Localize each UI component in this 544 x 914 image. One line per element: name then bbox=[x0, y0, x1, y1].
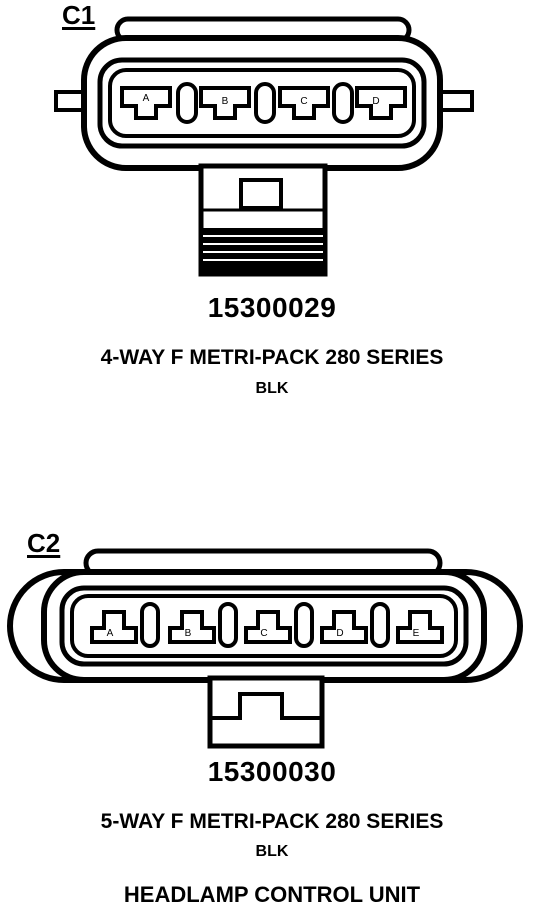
c1-terminal-b bbox=[199, 86, 251, 120]
c1-ribs bbox=[203, 228, 323, 272]
c2-part-number: 15300030 bbox=[207, 756, 337, 787]
c1-terminal-d bbox=[355, 86, 407, 120]
c2-terminal-label: D bbox=[336, 628, 343, 639]
c1-separator bbox=[176, 82, 198, 124]
c2-label: C2 bbox=[27, 528, 61, 558]
c2-terminal-e bbox=[396, 610, 444, 644]
c2-separator bbox=[294, 602, 314, 648]
c2-terminal-label: E bbox=[413, 628, 420, 639]
c2-connector bbox=[7, 548, 523, 749]
c2-lock bbox=[210, 692, 322, 720]
c1-cavity-frame bbox=[97, 57, 427, 149]
diagram-title: HEADLAMP CONTROL UNIT bbox=[123, 882, 421, 907]
c1-terminal-label: C bbox=[300, 96, 307, 107]
c1-separator bbox=[332, 82, 354, 124]
c1-description: 4-WAY F METRI-PACK 280 SERIES bbox=[100, 346, 444, 369]
c2-description: 5-WAY F METRI-PACK 280 SERIES bbox=[100, 810, 444, 833]
c2-terminal-c bbox=[244, 610, 292, 644]
c2-body bbox=[207, 675, 325, 749]
c1-terminal-label: B bbox=[222, 96, 229, 107]
c2-terminal-a bbox=[90, 610, 138, 644]
c1-connector bbox=[54, 16, 474, 277]
c1-terminal-row bbox=[108, 68, 416, 138]
c2-terminal-row bbox=[70, 594, 458, 658]
c2-terminal-b bbox=[168, 610, 216, 644]
c1-separator bbox=[254, 82, 276, 124]
c2-separator bbox=[370, 602, 390, 648]
c2-separator bbox=[140, 602, 160, 648]
c2-terminal-label: B bbox=[185, 628, 192, 639]
c2-terminal-d bbox=[320, 610, 368, 644]
c2-cavity-frame bbox=[59, 585, 469, 667]
c2-color: BLK bbox=[255, 843, 289, 860]
c1-part-number: 15300029 bbox=[207, 292, 337, 323]
c1-label: C1 bbox=[62, 0, 96, 30]
c1-terminal-c bbox=[278, 86, 330, 120]
c2-terminal-label: C bbox=[260, 628, 267, 639]
c1-terminal-label: D bbox=[372, 96, 379, 107]
c1-terminal-label: A bbox=[143, 93, 150, 104]
c2-terminal-label: A bbox=[107, 628, 114, 639]
c1-color: BLK bbox=[255, 380, 289, 397]
c1-terminal-a bbox=[120, 86, 172, 120]
c2-separator bbox=[218, 602, 238, 648]
c1-right-tab bbox=[436, 90, 474, 112]
